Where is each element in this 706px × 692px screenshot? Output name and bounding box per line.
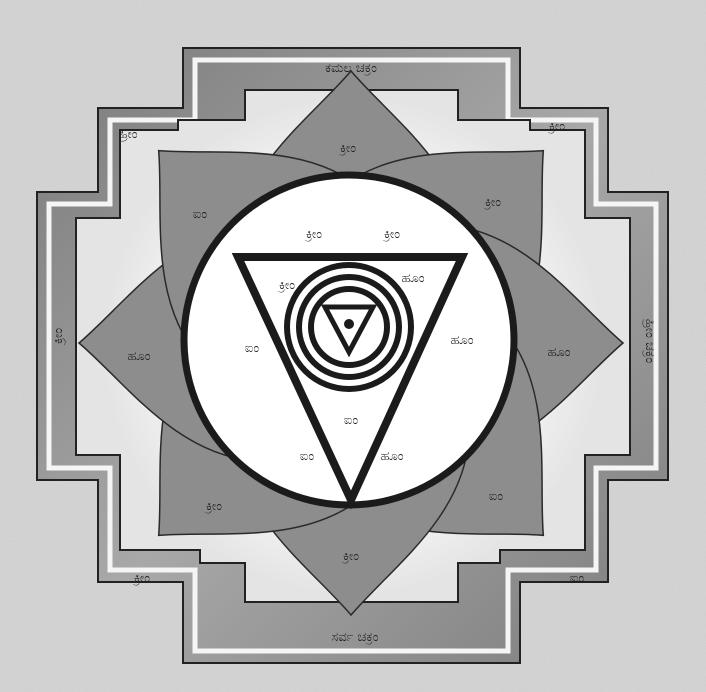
- petal-label-bottom: ಕ್ರೀಂ: [341, 549, 359, 564]
- petal-label-top: ಕ್ರೀಂ: [338, 141, 356, 156]
- corner-label-bottom-left: ಕ್ರೀಂ: [132, 571, 150, 586]
- circle-label-upper-left: ಕ್ರೀಂ: [304, 227, 322, 242]
- circle-label-right: ಹೂಂ: [450, 333, 473, 348]
- gate-label-bottom: ಸರ್ವ ಚಕ್ರಂ: [331, 630, 378, 645]
- circle-label-lower-right: ಹೂಂ: [380, 449, 403, 464]
- petal-label-top-right: ಕ್ರೀಂ: [483, 195, 501, 210]
- gate-label-right: ಹ್ರೀಂ ಚಕ್ರಂ: [642, 318, 657, 363]
- petal-label-right: ಹೂಂ: [547, 345, 570, 360]
- corner-label-bottom-right: ಐಂ: [570, 571, 584, 586]
- gate-label-top: ಕಮಲ ಚಕ್ರಂ: [325, 61, 377, 76]
- circle-label-upper-right: ಕ್ರೀಂ: [382, 227, 400, 242]
- triangle-label-upper-right: ಹೂಂ: [401, 271, 424, 286]
- circle-label-lower-left: ಐಂ: [300, 449, 314, 464]
- triangle-label-center: ಐಂ: [344, 413, 358, 428]
- petal-label-left: ಹೂಂ: [127, 349, 150, 364]
- bindu-dot: [344, 319, 354, 329]
- circle-label-left: ಐಂ: [245, 341, 259, 356]
- petal-label-bottom-right: ಐಂ: [489, 489, 503, 504]
- corner-label-top-right: ಕ್ರೀಂ: [547, 119, 565, 134]
- petal-label-bottom-left: ಕ್ರೀಂ: [204, 499, 222, 514]
- corner-label-top-left: ಹ್ರೀಂ: [118, 127, 138, 142]
- triangle-label-upper-left: ಕ್ರೀಂ: [277, 278, 295, 293]
- petal-label-top-left: ಐಂ: [193, 207, 207, 222]
- gate-label-left: ಕ್ರೀಂ: [51, 328, 66, 346]
